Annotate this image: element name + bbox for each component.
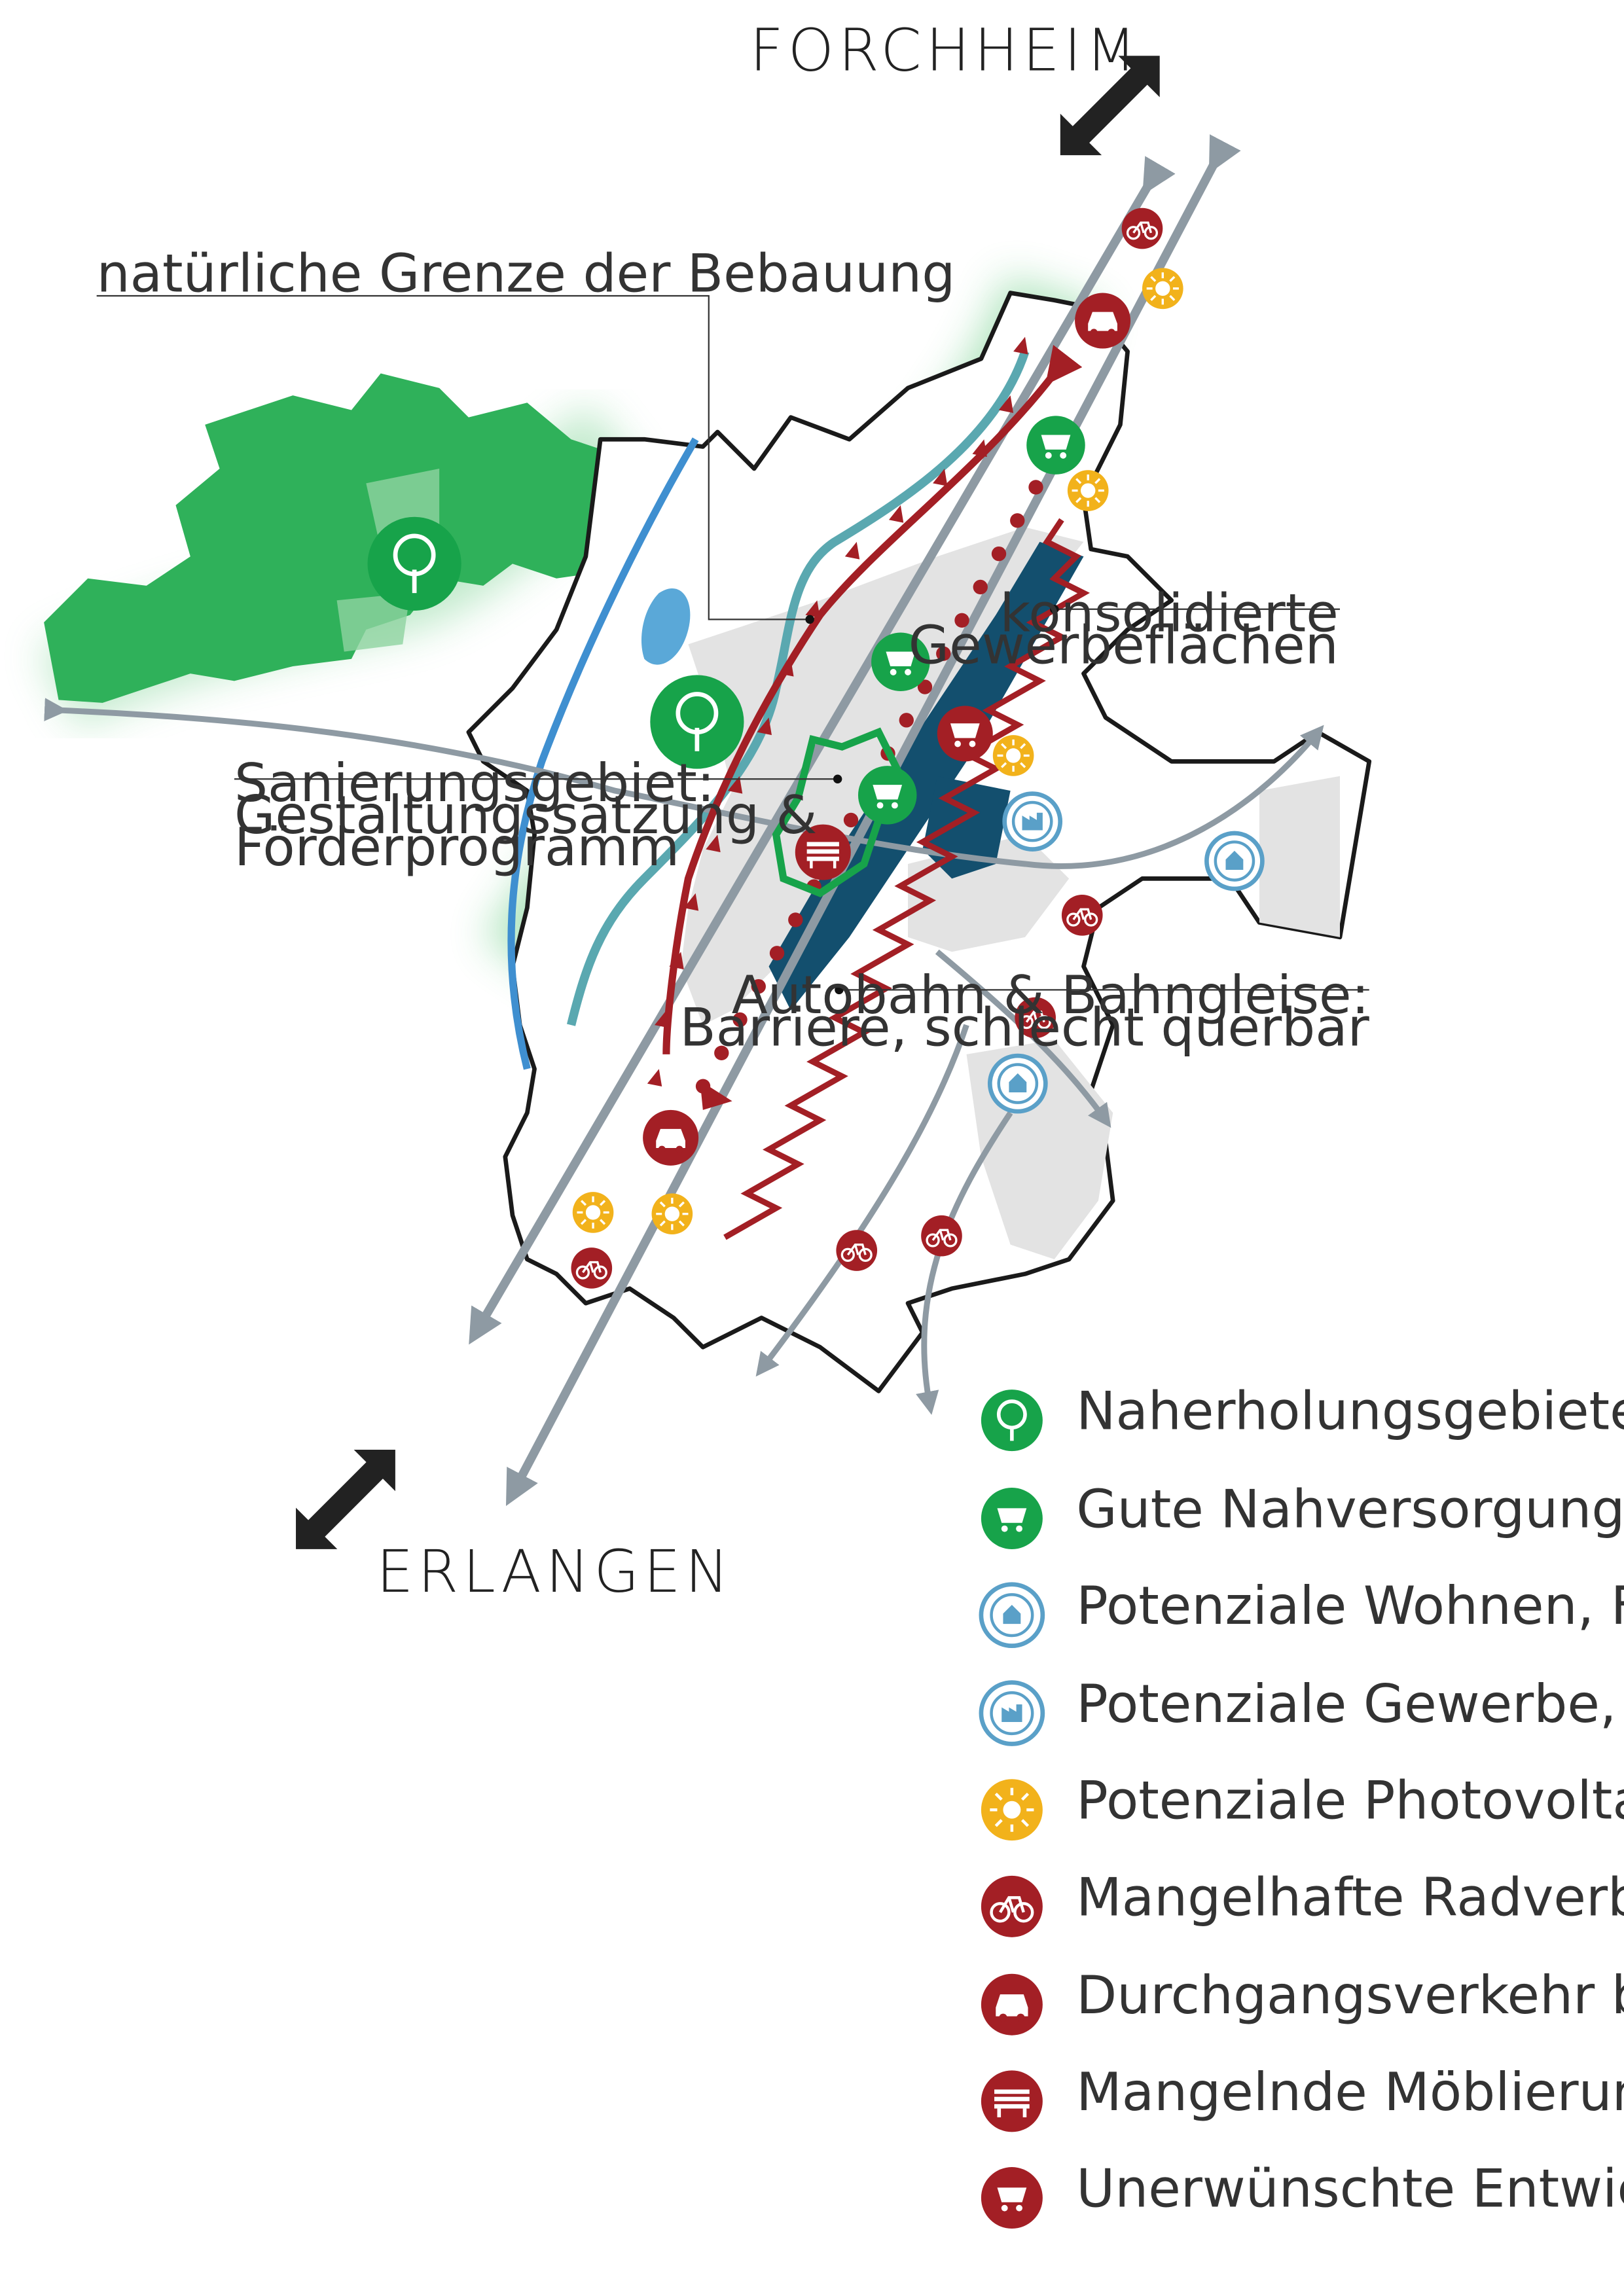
factory-ring-icon [1002, 791, 1063, 852]
annotation-barrier-1: Autobahn & Bahngleise: [732, 964, 1369, 1026]
legend-item: Mangelhafte Radverbindungen [981, 1866, 1624, 1937]
annotation-barrier-2: Barriere, schlecht querbar [679, 996, 1369, 1058]
city-label-south: ERLANGEN [376, 1538, 733, 1606]
legend-item: Mangelnde Möblierung, Aufenthaltsqualitä… [981, 2061, 1624, 2132]
forest-area [44, 373, 615, 703]
factory-ring-icon [979, 1680, 1045, 1746]
legend-label: Unerwünschte Entwicklung Einzelhandel [1076, 2157, 1624, 2219]
sun-icon [981, 1779, 1043, 1841]
legend-item: Unerwünschte Entwicklung Einzelhandel [981, 2157, 1624, 2229]
corridor-arrow-head [700, 1081, 732, 1110]
bicycle-icon [1121, 207, 1163, 249]
car-icon [1075, 293, 1131, 349]
annotation-renewal-2: Gestaltungssatzung & [234, 784, 818, 846]
legend-label: Mangelnde Möblierung, Aufenthaltsqualitä… [1076, 2061, 1624, 2123]
legend-label: Gute Nahversorgung [1076, 1478, 1624, 1539]
border-triangles [647, 336, 1028, 1087]
leader-lines [96, 295, 1369, 991]
legend: Naherholungsgebiete Gute Nahversorgung P… [979, 1380, 1624, 2229]
tree-icon [981, 1390, 1043, 1452]
transport-corridor [44, 134, 1324, 1506]
city-label-north: FORCHHEIM [749, 16, 1140, 84]
bicycle-icon [981, 1875, 1043, 1937]
barrier-zigzag [723, 518, 1090, 1240]
tree-icon [650, 675, 744, 769]
map-icons [367, 207, 1265, 1289]
legend-item: Naherholungsgebiete [981, 1380, 1624, 1452]
legend-label: Potenziale Wohnen, FNP [1076, 1575, 1624, 1636]
cart-icon [981, 2167, 1043, 2229]
annotation-renewal-1: Sanierungsgebiet: [234, 752, 715, 814]
legend-label: Naherholungsgebiete [1076, 1380, 1624, 1442]
annotation-commercial-1: konsolidierte [1000, 582, 1339, 643]
south-direction-arrow [296, 1449, 395, 1549]
bicycle-icon [1061, 894, 1103, 936]
bench-icon [981, 2070, 1043, 2132]
north-direction-arrow [1060, 56, 1160, 156]
car-icon [643, 1109, 699, 1166]
house-ring-icon [987, 1053, 1048, 1114]
annotation-natural-border: natürliche Grenze der Bebauung [97, 242, 956, 304]
legend-label: Durchgangsverkehr belastet öffentl. Raum [1076, 1964, 1624, 2026]
legend-item: Gute Nahversorgung [981, 1478, 1624, 1549]
legend-label: Mangelhafte Radverbindungen [1076, 1866, 1624, 1928]
legend-item: Potenziale Photovoltaik, ENP [981, 1770, 1624, 1841]
renewal-area [772, 727, 905, 898]
cart-icon [857, 766, 917, 825]
house-ring-icon [979, 1582, 1045, 1648]
cart-icon [981, 1488, 1043, 1549]
legend-label: Potenziale Photovoltaik, ENP [1076, 1770, 1624, 1831]
annotation-commercial-2: Gewerbeflächen [909, 615, 1339, 676]
legend-item: Potenziale Gewerbe, FNP [979, 1673, 1624, 1746]
leader-dots [805, 605, 1059, 995]
cart-icon [937, 706, 993, 762]
car-icon [981, 1973, 1043, 2036]
sun-icon [992, 735, 1034, 776]
legend-item: Potenziale Wohnen, FNP [979, 1575, 1624, 1648]
house-ring-icon [1204, 831, 1265, 891]
bicycle-icon [1015, 997, 1056, 1039]
sun-icon [1067, 470, 1109, 511]
sun-icon [651, 1193, 693, 1234]
bicycle-icon [921, 1215, 962, 1257]
bicycle-icon [836, 1230, 878, 1271]
tree-icon [367, 516, 461, 611]
sun-icon [572, 1192, 614, 1233]
legend-item: Durchgangsverkehr belastet öffentl. Raum [981, 1964, 1624, 2036]
cart-icon [1026, 416, 1085, 475]
annotation-renewal-3: Förderprogramm [234, 816, 679, 878]
legend-label: Potenziale Gewerbe, FNP [1076, 1673, 1624, 1734]
bench-icon [795, 824, 851, 880]
sun-icon [1142, 268, 1183, 310]
bicycle-icon [571, 1247, 613, 1289]
cart-icon [871, 632, 930, 692]
